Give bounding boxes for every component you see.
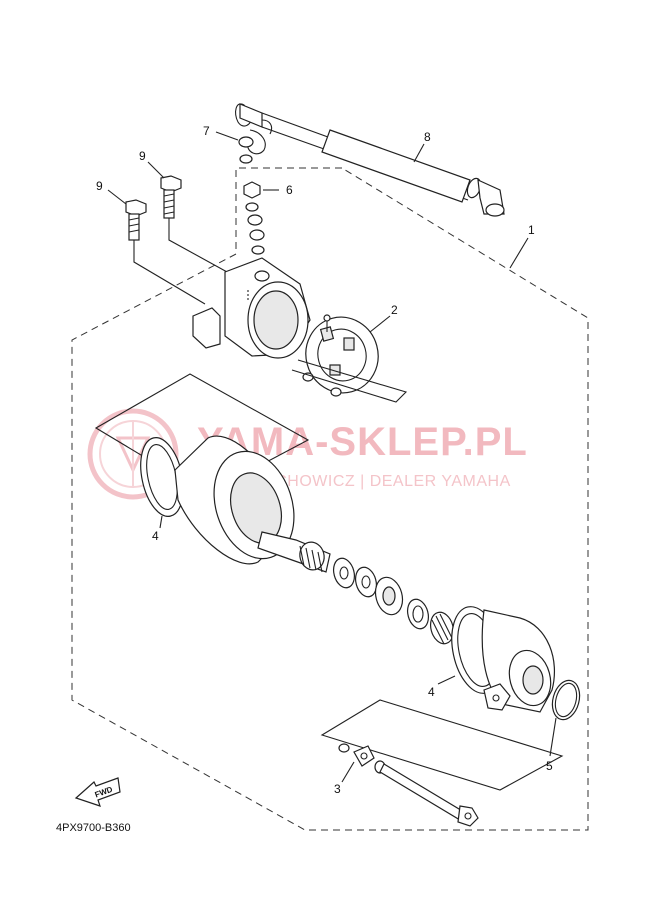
small-parts-part-3 xyxy=(338,743,375,767)
callout-7: 7 xyxy=(203,124,210,138)
callout-8: 8 xyxy=(424,130,431,144)
hose-part-8 xyxy=(235,103,505,217)
brush-holder-part-2 xyxy=(291,314,408,403)
callout-3: 3 xyxy=(334,782,341,796)
lower-plane xyxy=(320,699,564,791)
bolt-part-9-upper xyxy=(160,175,182,219)
callout-9-lower: 9 xyxy=(96,179,103,193)
callout-4-right: 4 xyxy=(428,685,435,699)
yamaha-logo-watermark xyxy=(87,408,179,500)
o-ring-part-5 xyxy=(551,679,581,721)
callout-9-upper: 9 xyxy=(139,149,146,163)
upper-housing xyxy=(192,257,311,359)
callout-6: 6 xyxy=(286,183,293,197)
starter-motor-yoke xyxy=(174,435,331,573)
through-bolt xyxy=(374,760,479,827)
front-cover xyxy=(451,606,556,713)
assembly-boundary xyxy=(71,167,589,831)
callout-5: 5 xyxy=(546,759,553,773)
bolt-leader-lines xyxy=(133,218,239,305)
callout-2: 2 xyxy=(391,303,398,317)
callout-leaders xyxy=(107,131,557,783)
diagram-code: 4PX9700-B360 xyxy=(56,822,131,834)
fwd-arrow: FWD xyxy=(74,777,121,807)
clip-part-7 xyxy=(238,129,266,164)
nut-and-washers-part-6 xyxy=(243,181,265,255)
shaft-washers xyxy=(332,557,404,616)
bearings xyxy=(406,598,455,645)
bolt-part-9-lower xyxy=(125,199,147,241)
callout-1: 1 xyxy=(528,223,535,237)
callout-4-left: 4 xyxy=(152,529,159,543)
